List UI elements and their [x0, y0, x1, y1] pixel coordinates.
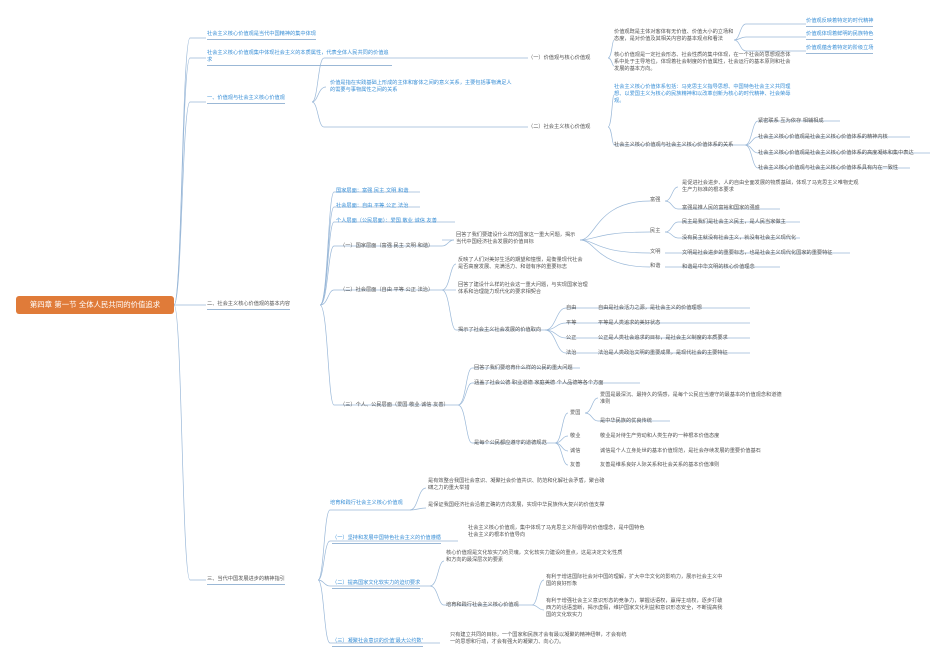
s3-point-2-sub-item-1: 有利于增进国际社会对中国的理解，扩大中华文化的影响力，展示社会主义中国的良好形象: [546, 574, 723, 587]
society-text-2: 回答了建设什么样的社会这一重大问题，与实现国家治理体系和治理能力现代化的要求相契…: [458, 282, 588, 295]
relation-item-3: 社会主义核心价值观是社会主义核心价值体系的高度凝练和集中表达: [758, 150, 914, 156]
ziyou-def: 自由是社会活力之源，是社会主义的价值理想: [598, 305, 702, 311]
relation-label[interactable]: 社会主义核心价值观与社会主义核心价值体系的关系: [614, 142, 734, 148]
section-3-title[interactable]: 三、当代中国发展进步的精神指引: [207, 576, 285, 585]
minzhu-def-1: 民主是我们是社会主义民主，是人民当家做主: [682, 219, 786, 225]
term-minzhu: 民主: [650, 228, 661, 234]
root-topic[interactable]: 第四章 第一节 全体人民共同的价值追求: [16, 296, 174, 314]
hexie-def: 和谐是中华文明的核心价值理念: [682, 264, 755, 270]
value-side-1: 价值观反映着特定的时代精神: [806, 18, 874, 27]
s3-point-1[interactable]: （一）坚持和发展中国特色社会主义的价值遵循: [332, 535, 441, 544]
term-hexie: 和谐: [650, 263, 661, 269]
term-aiguo: 爱国: [570, 410, 581, 416]
term-youshan: 友善: [570, 462, 581, 468]
fuqiang-def-1: 是促进社会进步、人的自由全面发展的物质基础，体现了马克思主义唯物史观生产力标准的…: [682, 180, 859, 193]
aiguo-def-1: 爱国是最深沉、最持久的情感，是每个公民应当遵守的最基本的价值观念和道德准则: [600, 392, 782, 405]
youshan-def: 友善是维系良好人际关系和社会关系的基本价值准则: [600, 462, 720, 468]
nation-answer: 回答了我们要建设什么样的国家这一重大问题，揭示当代中国经济社会发展的价值目标: [456, 232, 576, 245]
value-side-3: 价值观蕴含着特定的阶级立场: [806, 45, 874, 54]
person-text-1: 回答了我们要培育什么样的公民的重大问题: [474, 365, 573, 371]
level-society: 社会层面：自由 平等 公正 法治: [336, 203, 409, 209]
s1-sub2-label[interactable]: （二）社会主义核心价值观: [528, 124, 591, 130]
term-wenming: 文明: [650, 249, 661, 255]
aiguo-def-2: 是中华民族的优良传统: [600, 418, 652, 424]
s3-practice-item-1: 是有效整合我国社会意识、凝聚社会价值共识、防范和化解社会矛盾，聚合磅礴之力的重大…: [428, 478, 605, 491]
s3-point-2-sub-item-2: 有利于增强社会主义意识形态的竞争力，掌握话语权，赢得主动权，逐步打破西方的话语垄…: [546, 598, 723, 618]
chengxin-def: 诚信是个人立身处世的基本价值规范，是社会存续发展的重要价值基石: [600, 448, 761, 454]
minzhu-def-2: 没有民主就没有社会主义，就没有社会主义现代化: [682, 235, 797, 241]
society-text-1: 反映了人们对美好生活的期望和憧憬，是衡量现代社会是否高度发展、充满活力、和谐有序…: [458, 257, 583, 270]
section-2-title[interactable]: 二、社会主义核心价值观的基本内容: [207, 301, 291, 310]
fuqiang-def-2: 富强是推人民的富裕和国家的强盛: [682, 205, 760, 211]
term-chengxin: 诚信: [570, 448, 581, 454]
s3-point-2-text: 核心价值观是文化软实力的灵魂，文化软实力建设的重点，这是决定文化性质和方向的最深…: [446, 550, 623, 563]
term-ziyou: 自由: [566, 305, 577, 311]
fazhi-def: 法治是人类政治文明的重要成果，是现代社会的主要特征: [598, 350, 728, 356]
person-label[interactable]: （三）个人、公民层面（爱国 敬业 诚信 友善）: [340, 402, 449, 408]
term-fazhi: 法治: [566, 350, 577, 356]
term-jingye: 敬业: [570, 433, 581, 439]
relation-item-4: 社会主义核心价值观与社会主义核心价值体系具有内在一致性: [758, 165, 899, 171]
value-side-2: 价值观体现着鲜明的民族特色: [806, 31, 874, 40]
nation-label[interactable]: （一）国家层面（富强 民主 文明 和谐）: [340, 243, 434, 249]
term-fuqiang: 富强: [650, 197, 661, 203]
s3-point-2[interactable]: （二）提高国家文化软实力的迫切要求: [332, 580, 421, 589]
society-text-3: 揭示了社会主义社会发展的价值取向: [458, 327, 542, 333]
relation-item-2: 社会主义核心价值观是社会主义核心价值体系的精神内核: [758, 134, 888, 140]
s3-point-3[interactable]: （三）凝聚社会意识的价值'最大公约数': [332, 638, 424, 647]
section-1-title[interactable]: 一、价值观与社会主义核心价值观: [207, 95, 285, 104]
society-label[interactable]: （二）社会层面（自由 平等 公正 法治）: [340, 287, 434, 293]
jingye-def: 敬业是对待生产劳动和人类生存的一种根本价值态度: [600, 433, 720, 439]
s1-sub1-label[interactable]: （一）价值观与核心价值观: [528, 55, 591, 61]
wenming-def: 文明是社会进步的重要标志，也是社会主义现代化国家的重要特征: [682, 250, 833, 256]
s1-sub1-text2: 核心价值观是一定社会形态、社会性质的集中体现，在一个社会的思想观念体系中处于主导…: [614, 52, 791, 72]
level-nation: 国家层面：富强 民主 文明 和谐: [336, 188, 409, 194]
value-definition: 价值是指在实践基础上形成的主体和客体之间的意义关系，主要包括事物满足人的需要与事…: [330, 80, 512, 93]
gongzheng-def: 公正是人类社会追求的目标，是社会主义制度的本质要求: [598, 335, 728, 341]
s3-practice[interactable]: 培育和践行社会主义核心价值观: [330, 500, 403, 506]
term-gongzheng: 公正: [566, 335, 577, 341]
s3-point-3-text: 只有建立共同的目标，一个国家和民族才会有最以凝聚的精神纽带，才会有统一的思想和行…: [450, 632, 627, 645]
s3-practice-item-2: 是保证我国经济社会沿着正确的方向发展，实现中华民族伟大复兴的价值支撑: [428, 502, 605, 508]
pingdeng-def: 平等是人类追求的美好状态: [598, 320, 661, 326]
core-value-system: 社会主义核心价值体系包括：马克思主义指导思想、中国特色社会主义共同理想、以爱国主…: [614, 84, 791, 104]
top-note-2[interactable]: 社会主义核心价值观集中体现社会主义的本质属性，代表全体人民共同的价值追求: [207, 50, 392, 66]
level-person: 个人层面（公民层面）：爱国 敬业 诚信 友善: [336, 218, 437, 224]
person-text-3: 是每个公民都应遵守的道德规范: [474, 440, 547, 446]
person-text-2: 涵盖了社会公德 职业道德 家庭美德 个人品德等各个方面: [474, 380, 604, 386]
top-note-1[interactable]: 社会主义核心价值观是当代中国精神的集中体现: [207, 31, 316, 40]
relation-item-1: 紧密联系 互为依存 相辅相成: [758, 118, 824, 124]
s1-sub1-text1: 价值观既是主体对客体有无价值、价值大小的立场和态度，是对价值及其相关内容的基本观…: [614, 29, 734, 42]
s3-point-2-sub[interactable]: 培育和践行社会主义核心价值观: [446, 602, 519, 608]
s3-point-1-text: 社会主义核心价值观，集中体现了马克思主义所倡导的价值理念，是中国特色社会主义的根…: [468, 525, 645, 538]
term-pingdeng: 平等: [566, 320, 577, 326]
